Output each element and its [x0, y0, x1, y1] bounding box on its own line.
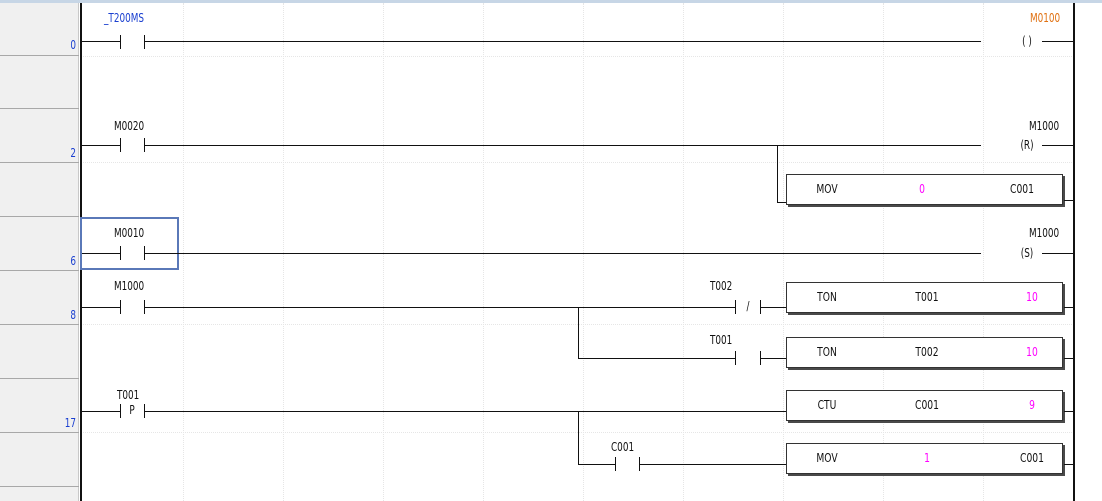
selection-cursor[interactable] [80, 217, 179, 270]
contact-no-symbol[interactable] [144, 300, 145, 314]
contact-no-symbol[interactable] [144, 246, 145, 260]
fb-operand1: 0 [919, 182, 925, 196]
contact-no-symbol[interactable] [615, 457, 616, 471]
function-block[interactable]: CTU C001 9 [786, 390, 1063, 421]
function-block[interactable]: TON T002 10 [786, 337, 1063, 368]
fb-opcode: TON [817, 345, 837, 359]
fb-operand2: 10 [1026, 345, 1038, 359]
gutter-line [0, 55, 79, 56]
contact-nc-slash: / [746, 299, 750, 313]
coil-symbol[interactable]: (S) [1020, 246, 1034, 260]
fb-opcode: MOV [816, 182, 838, 196]
fb-operand1: T001 [915, 290, 939, 304]
fb-opcode: MOV [816, 451, 838, 465]
line-number-gutter [0, 3, 78, 501]
gutter-line [0, 432, 79, 433]
contact-label[interactable]: C001 [611, 440, 635, 454]
function-block[interactable]: MOV 1 C001 [786, 443, 1063, 474]
rung-step-number[interactable]: 2 [70, 146, 76, 160]
contact-no-symbol[interactable] [760, 351, 761, 365]
fb-operand1: 1 [924, 451, 930, 465]
contact-label[interactable]: T001 [117, 388, 140, 402]
contact-nc-symbol[interactable] [760, 300, 761, 314]
gutter-line [0, 324, 79, 325]
coil-label[interactable]: M0100 [1030, 11, 1061, 25]
contact-no-symbol[interactable] [144, 35, 145, 49]
contact-label[interactable]: T002 [710, 279, 733, 293]
contact-label[interactable]: _T200MS [104, 11, 144, 25]
fb-operand2: 10 [1026, 290, 1038, 304]
contact-no-symbol[interactable] [735, 351, 736, 365]
contact-nc-symbol[interactable] [735, 300, 736, 314]
contact-label[interactable]: M0010 [114, 226, 145, 240]
contact-p-mark: P [129, 403, 135, 417]
gutter-separator [78, 3, 79, 501]
right-power-rail [1073, 3, 1075, 501]
fb-opcode: CTU [817, 398, 837, 412]
coil-symbol[interactable]: (R) [1020, 138, 1034, 152]
rung-step-number[interactable]: 8 [70, 308, 76, 322]
contact-no-symbol[interactable] [120, 246, 121, 260]
contact-label[interactable]: T001 [710, 333, 733, 347]
fb-operand2: C001 [1010, 182, 1034, 196]
gutter-line [0, 486, 79, 487]
rung-step-number[interactable]: 0 [70, 38, 76, 52]
fb-operand1: T002 [915, 345, 939, 359]
right-margin [1086, 3, 1102, 501]
gutter-line [0, 162, 79, 163]
coil-label[interactable]: M1000 [1029, 119, 1060, 133]
fb-operand2: 9 [1029, 398, 1035, 412]
contact-label[interactable]: M0020 [114, 119, 145, 133]
contact-no-symbol[interactable] [120, 35, 121, 49]
gutter-line [0, 108, 79, 109]
fb-operand1: C001 [915, 398, 939, 412]
contact-no-symbol[interactable] [120, 300, 121, 314]
rung-step-number[interactable]: 17 [64, 416, 76, 430]
contact-no-symbol[interactable] [639, 457, 640, 471]
function-block[interactable]: TON T001 10 [786, 282, 1063, 313]
contact-p-symbol[interactable] [120, 404, 121, 418]
contact-p-symbol[interactable] [144, 404, 145, 418]
rung-step-number[interactable]: 6 [70, 254, 76, 268]
contact-no-symbol[interactable] [144, 138, 145, 152]
gutter-line [0, 378, 79, 379]
contact-no-symbol[interactable] [120, 138, 121, 152]
fb-operand2: C001 [1020, 451, 1044, 465]
fb-opcode: TON [817, 290, 837, 304]
gutter-line [0, 216, 79, 217]
coil-symbol[interactable]: ( ) [1022, 34, 1032, 48]
function-block[interactable]: MOV 0 C001 [786, 174, 1063, 205]
coil-label[interactable]: M1000 [1029, 226, 1060, 240]
top-border [0, 0, 1102, 3]
gutter-line [0, 270, 79, 271]
contact-label[interactable]: M1000 [114, 279, 145, 293]
